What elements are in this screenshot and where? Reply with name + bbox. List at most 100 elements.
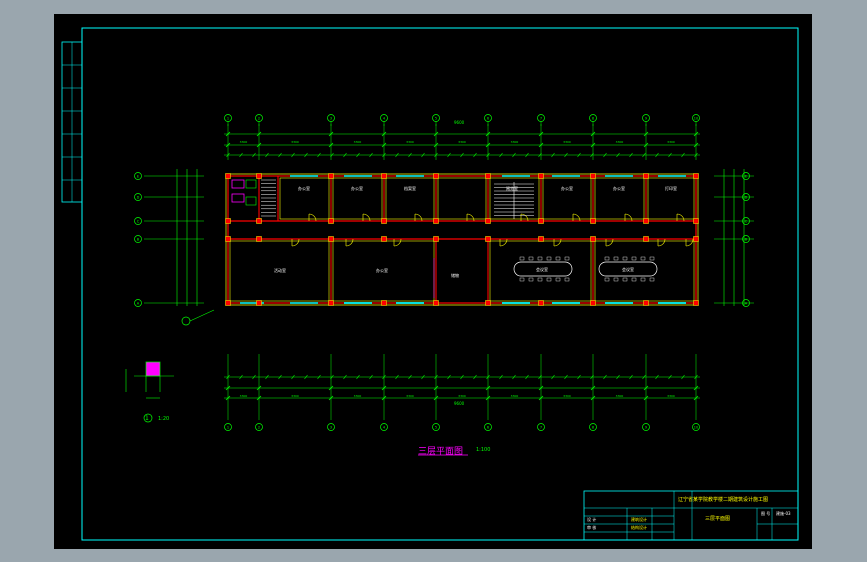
dimension-tick [668, 374, 672, 380]
dimension-tick [330, 152, 334, 158]
dimension-tick [225, 131, 231, 137]
room-outline [229, 240, 330, 302]
dimension-tick [369, 374, 373, 380]
dimension-text: 3300 [240, 394, 248, 398]
dimension-tick [564, 152, 568, 158]
column [256, 173, 262, 179]
dimension-text: 3300 [354, 140, 362, 144]
dimension-tick [629, 374, 633, 380]
door-arc [624, 213, 633, 222]
dimension-tick [643, 395, 649, 401]
dimension-tick [590, 385, 596, 391]
dimension-text: 3300 [511, 394, 519, 398]
column [225, 173, 231, 179]
dimension-tick [291, 374, 295, 380]
column [485, 300, 491, 306]
room-label-top: 办公室 [561, 186, 573, 191]
dimension-tick [433, 142, 439, 148]
dimension-tick [381, 385, 387, 391]
dimension-tick [643, 385, 649, 391]
chair [631, 277, 637, 282]
dimension-tick [343, 374, 347, 380]
inner-border [81, 27, 799, 541]
dimension-text: 3300 [406, 394, 414, 398]
chair [528, 277, 534, 282]
axis-marker-label: B [745, 238, 748, 242]
room-label-bottom: 活动室 [274, 268, 286, 273]
column [328, 173, 334, 179]
chair [537, 256, 543, 261]
axis-marker-label: 1 [227, 426, 229, 430]
dimension-tick [330, 374, 334, 380]
title-block-sheet-label: 图 号 [761, 511, 771, 516]
dimension-text: 3300 [616, 140, 624, 144]
column [225, 218, 231, 224]
dimension-tick [590, 131, 596, 137]
axis-marker-left [134, 235, 142, 243]
dimension-tick [421, 374, 425, 380]
drawing-frame [61, 27, 799, 541]
axis-marker-right [742, 235, 750, 243]
dimension-tick [655, 152, 659, 158]
axis-marker-bottom [484, 423, 492, 431]
axis-marker-right [742, 217, 750, 225]
column [643, 173, 649, 179]
dimension-tick [538, 395, 544, 401]
dimension-tick [693, 131, 699, 137]
title-block-drawing-name: 三层平面图 [705, 516, 731, 522]
axis-marker-label: C [137, 220, 140, 224]
chair [631, 256, 637, 261]
room-label-top: 打印室 [665, 186, 677, 191]
dimension-tick [538, 374, 542, 380]
dimension-tick [369, 152, 373, 158]
dimension-lines: 3300330033003300330033003300330033003300… [144, 124, 754, 420]
title-block-project: 辽宁省某学院教学楼二期建筑设计施工图 [678, 497, 769, 503]
dimension-tick [265, 152, 269, 158]
door-arc [676, 213, 685, 222]
total-dimension-bottom: 9600 [454, 401, 465, 406]
dimension-tick [381, 142, 387, 148]
axis-marker-label: 7 [540, 426, 542, 430]
door-arc [499, 238, 508, 247]
axis-marker-right [742, 193, 750, 201]
dimension-tick [512, 374, 516, 380]
column [256, 300, 262, 306]
dimension-text: 3300 [563, 394, 571, 398]
dimension-tick [460, 374, 464, 380]
title-block [583, 490, 799, 541]
dimension-tick [551, 374, 555, 380]
dimension-tick [226, 374, 230, 380]
dimension-tick [256, 131, 262, 137]
furniture-and-details [125, 179, 658, 456]
columns [225, 173, 699, 306]
column [590, 218, 596, 224]
chair [640, 277, 646, 282]
dimension-tick [382, 374, 386, 380]
axis-marker-label: 2 [258, 117, 260, 121]
axis-marker-bottom [589, 423, 597, 431]
dimension-tick [421, 152, 425, 158]
dimension-tick [525, 152, 529, 158]
column [485, 236, 491, 242]
axis-marker-label: 7 [540, 117, 542, 121]
dimension-tick [473, 374, 477, 380]
room-outline [647, 177, 695, 220]
dimension-tick [616, 152, 620, 158]
dimension-tick [356, 374, 360, 380]
room-label-bottom: 会议室 [622, 267, 634, 272]
column [693, 218, 699, 224]
column [256, 236, 262, 242]
axis-marker-label: A [137, 302, 140, 306]
toilet-fixture [245, 179, 257, 189]
dimension-tick [590, 142, 596, 148]
dimension-tick [590, 374, 594, 380]
dimension-tick [681, 152, 685, 158]
room-label-top: 办公室 [351, 186, 363, 191]
dimension-tick [668, 152, 672, 158]
dimension-text: 3300 [511, 140, 519, 144]
column [433, 173, 439, 179]
dimension-tick [328, 131, 334, 137]
room-outline [594, 240, 695, 302]
dimension-tick [252, 152, 256, 158]
dimension-tick [381, 131, 387, 137]
